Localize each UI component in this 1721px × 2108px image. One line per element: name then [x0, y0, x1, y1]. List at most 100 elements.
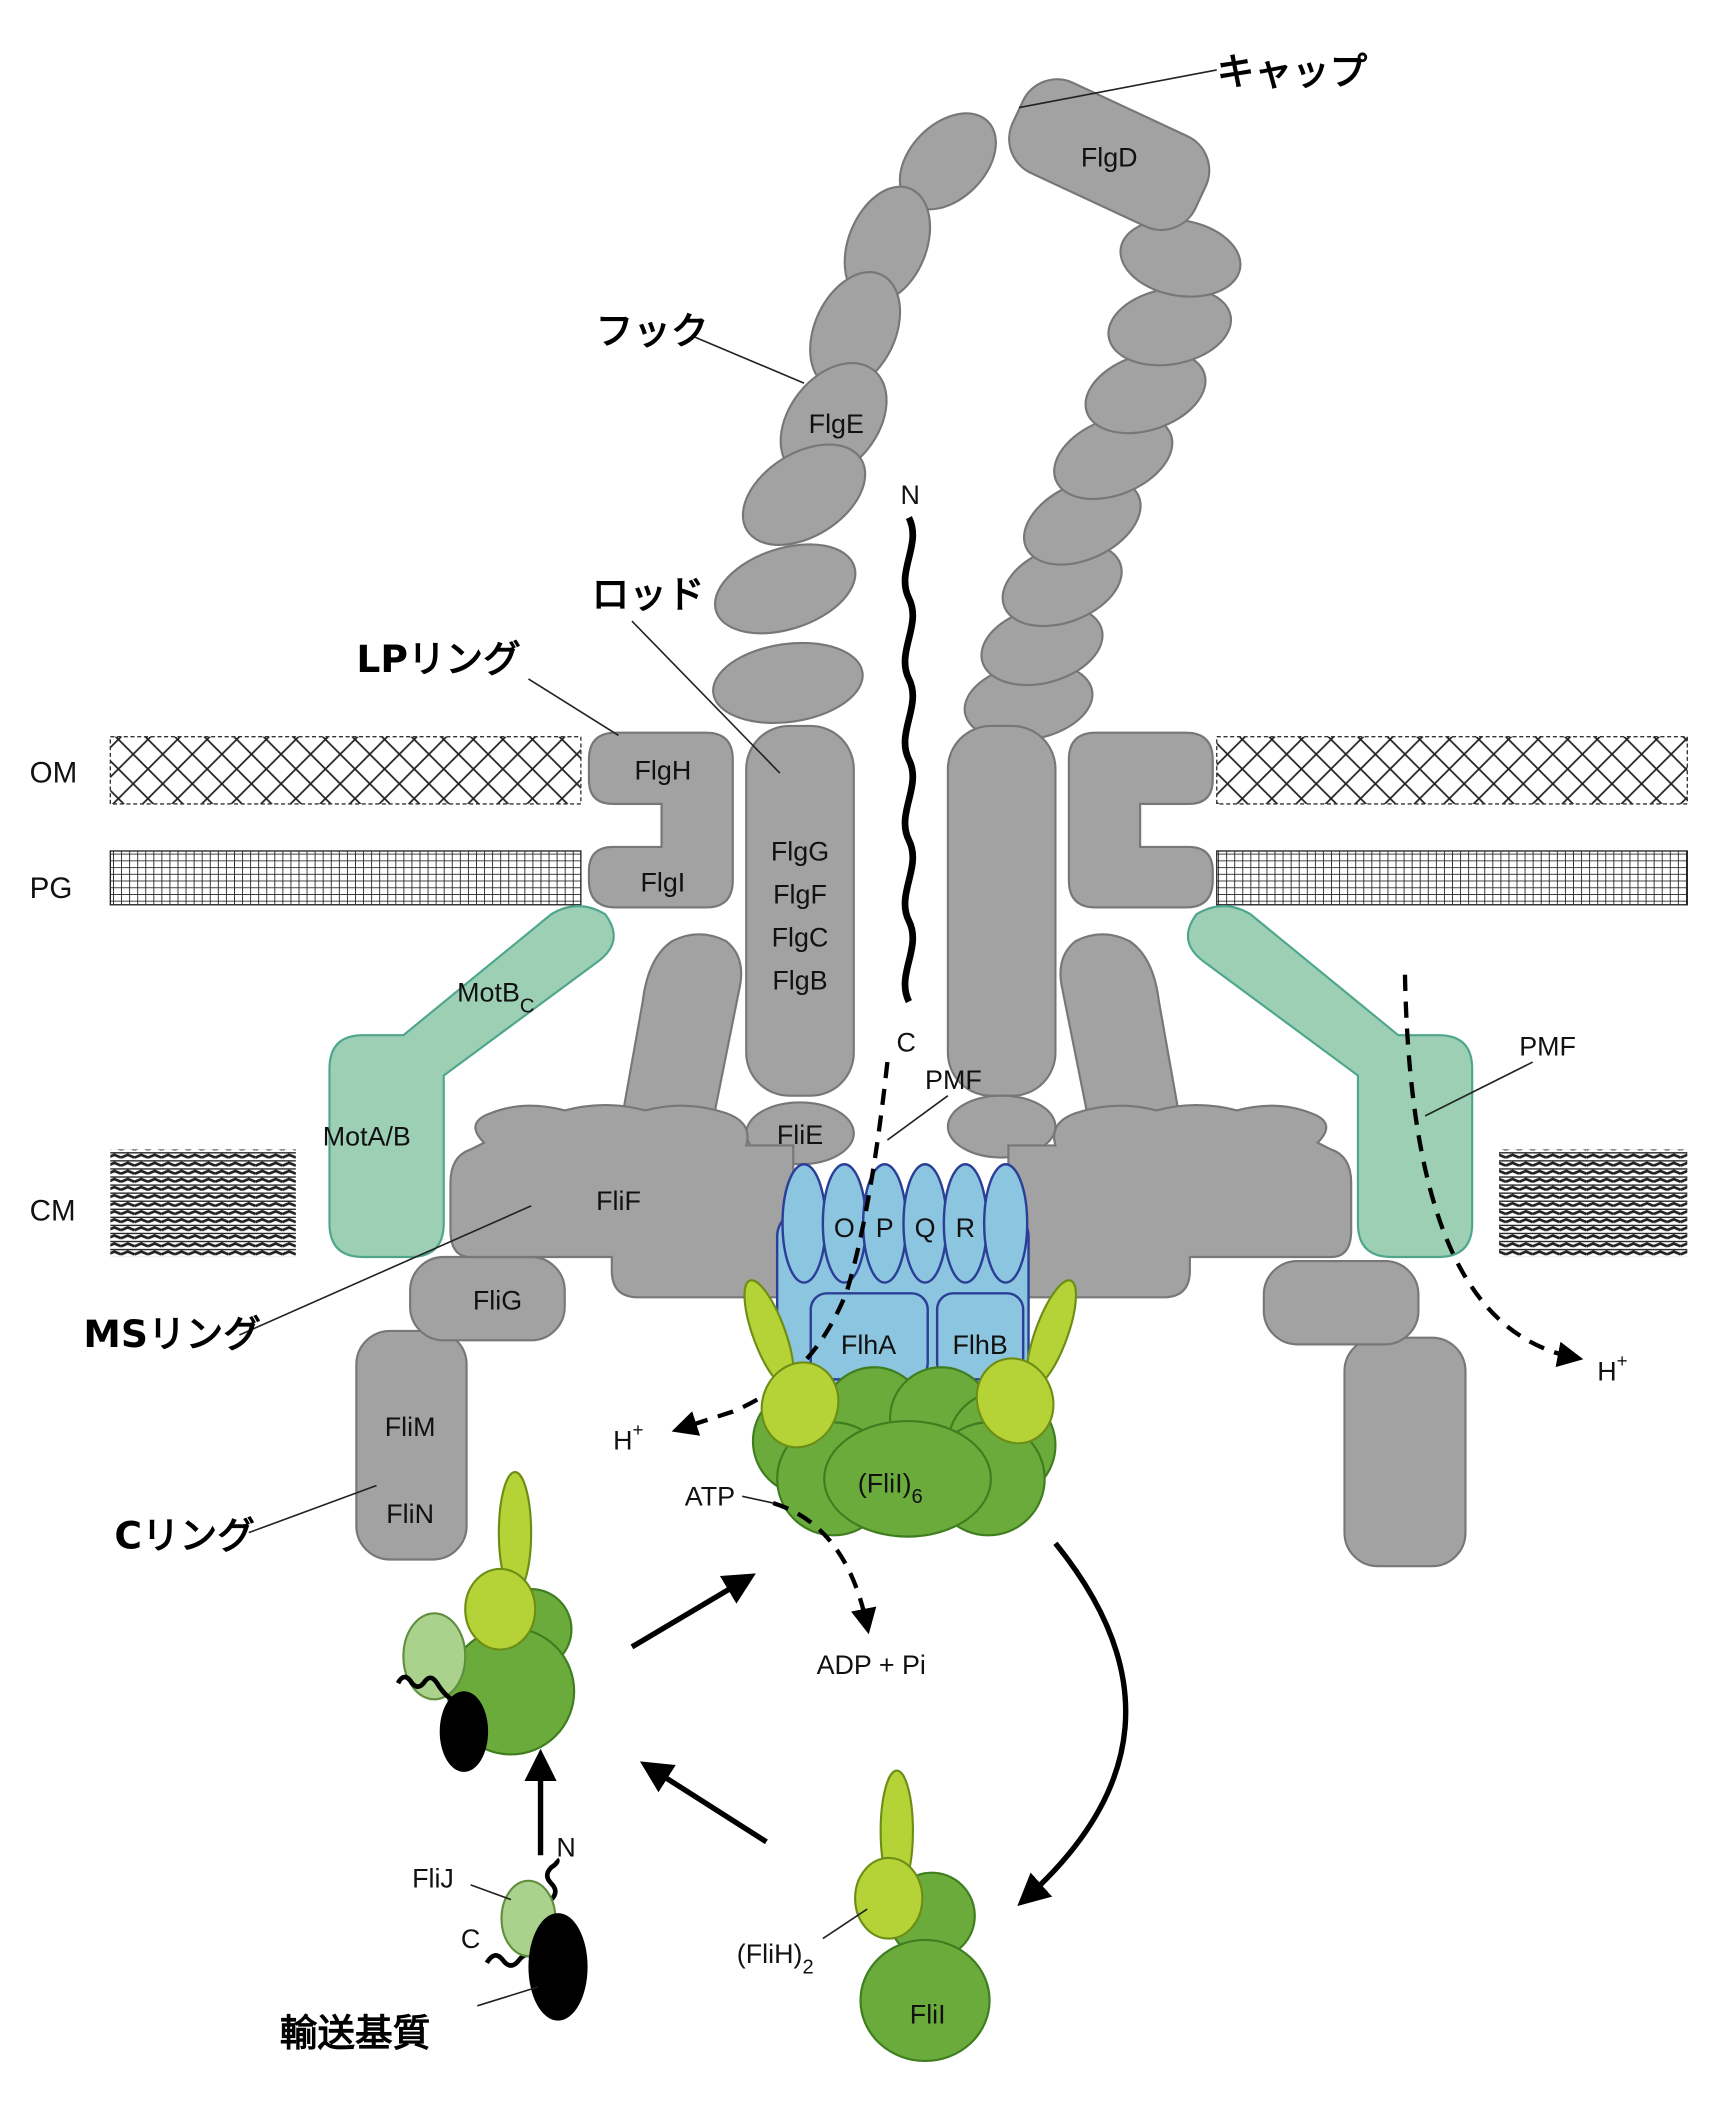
- c-ring-right: [1343, 1336, 1467, 1568]
- fliI-hexamer-front: [823, 1419, 992, 1538]
- fliM-label: FliM: [385, 1412, 436, 1442]
- cap-leader: [1018, 69, 1217, 109]
- flgB-label: FlgB: [772, 965, 827, 995]
- rod-left: [745, 724, 855, 1097]
- c-ring-left-fliM-fliN: [355, 1329, 468, 1561]
- proton-right-label: H+: [1597, 1350, 1627, 1386]
- atp-label: ATP: [685, 1482, 735, 1512]
- export-gate-subunit: [781, 1163, 827, 1284]
- fliN-label: FliN: [386, 1499, 434, 1529]
- export-gate: [775, 1163, 1030, 1386]
- om-label: OM: [30, 756, 78, 789]
- lp-ring-right: [1067, 731, 1214, 909]
- hook-leader: [692, 335, 805, 384]
- proton-right-charge: +: [1617, 1350, 1628, 1371]
- outer-membrane-right: [1216, 736, 1688, 805]
- ms-ring-arm-left: [619, 933, 743, 1124]
- fliH-dimer-subscript: 2: [802, 1957, 813, 1979]
- proton-right-text: H: [1597, 1357, 1616, 1387]
- fliH-head: [464, 1567, 537, 1651]
- fliJ-leader: [470, 1884, 512, 1901]
- fliI-hexamer-subscript: 6: [912, 1486, 923, 1508]
- free-fliI-fliH: [854, 1769, 991, 2063]
- fliH-head-left: [760, 1361, 840, 1449]
- pmf-right-label: PMF: [1519, 1031, 1576, 1061]
- hook-subunit: [713, 543, 857, 635]
- fliJ-label: FliJ: [412, 1864, 454, 1894]
- fliI-hexamer-label: (FliI)6: [858, 1468, 923, 1508]
- stator-left-motAB: [328, 905, 615, 1259]
- peptidoglycan-left: [109, 850, 582, 906]
- cytoplasmic-membrane-right: [1499, 1149, 1688, 1258]
- substrate-tail: [395, 1674, 457, 1705]
- hook-subunit: [712, 641, 864, 725]
- cm-label: CM: [30, 1195, 76, 1228]
- lp-ring-leader: [528, 678, 619, 737]
- flgH-label: FlgH: [634, 756, 691, 786]
- pmf-center-label: PMF: [925, 1065, 982, 1095]
- fliI-label: FliI: [910, 1999, 946, 2029]
- c-ring-leader: [248, 1484, 377, 1534]
- rod-right: [946, 724, 1057, 1097]
- fliH-dimer-label: (FliH)2: [737, 1939, 814, 1979]
- fliG-label: FliG: [473, 1285, 522, 1315]
- fliH-stalks: [743, 1279, 1078, 1389]
- fliF-right: [1007, 1104, 1353, 1299]
- fliH-heads: [760, 1357, 1055, 1449]
- peptidoglycan-right: [1216, 850, 1688, 906]
- substrate: [528, 1913, 588, 2021]
- flgG-label: FlgG: [771, 836, 829, 866]
- atp-leader: [742, 1495, 774, 1504]
- cap-label: キャップ: [1217, 50, 1368, 94]
- pmf-center-leader: [886, 1095, 949, 1141]
- chain-n-label: N: [901, 480, 920, 510]
- flgC-label: FlgC: [772, 922, 829, 952]
- pmf-right-leader: [1424, 1061, 1534, 1117]
- outer-membrane-left: [109, 736, 582, 805]
- pg-label: PG: [30, 872, 73, 905]
- ms-ring-label: MSリング: [83, 1312, 260, 1356]
- motAB-label: MotA/B: [323, 1121, 411, 1151]
- fliJ: [402, 1612, 467, 1701]
- stators: [328, 905, 1474, 1259]
- substrate-complex: [484, 1857, 588, 2021]
- flgF-label: FlgF: [773, 879, 827, 909]
- cytoplasmic-membrane-left: [110, 1149, 296, 1258]
- loaded-complex: [395, 1471, 576, 1772]
- flgE-label: FlgE: [809, 409, 864, 439]
- chain-c-label: C: [896, 1027, 915, 1057]
- fliH-dimer-text: (FliH): [737, 1939, 803, 1969]
- hook: [712, 78, 1242, 742]
- stator-right-motAB: [1187, 905, 1474, 1259]
- flgD-label: FlgD: [1081, 143, 1138, 173]
- substrate-c-label: C: [461, 1924, 480, 1954]
- ms-ring-arm-right: [1059, 933, 1182, 1124]
- hook-subunit: [741, 443, 867, 546]
- proton-left-text: H: [613, 1425, 632, 1455]
- basal-body: [355, 724, 1467, 1568]
- cycle-arrow-release: [1017, 1541, 1129, 1907]
- outer-membrane: [109, 736, 1688, 805]
- fliR-label: R: [956, 1213, 975, 1243]
- fliH-head: [854, 1856, 924, 1940]
- cycle-arrow-from-fliI: [639, 1761, 768, 1845]
- flhA-label: FlhA: [841, 1330, 896, 1360]
- cytoplasmic-membrane: [110, 1149, 1688, 1258]
- c-ring-label: Cリング: [114, 1514, 255, 1558]
- fliP-label: P: [876, 1213, 894, 1243]
- motB-subscript: C: [520, 995, 535, 1017]
- atp-hydrolysis-arrow: [772, 1500, 877, 1635]
- substrate-chain: [901, 516, 917, 1004]
- fliQ-label: Q: [915, 1213, 936, 1243]
- adp-pi-label: ADP + Pi: [817, 1650, 926, 1680]
- substrate-n-label: N: [556, 1833, 575, 1863]
- hook-label: フック: [596, 309, 709, 353]
- fliF-left: [449, 1104, 795, 1299]
- cycle-arrow-to-gate: [630, 1573, 756, 1650]
- export-gate-subunit: [982, 1163, 1029, 1284]
- fliH-leader: [822, 1908, 868, 1940]
- fliF-label: FliF: [596, 1186, 641, 1216]
- lp-ring-label: LPリング: [356, 637, 520, 681]
- motB-text: MotB: [457, 978, 520, 1008]
